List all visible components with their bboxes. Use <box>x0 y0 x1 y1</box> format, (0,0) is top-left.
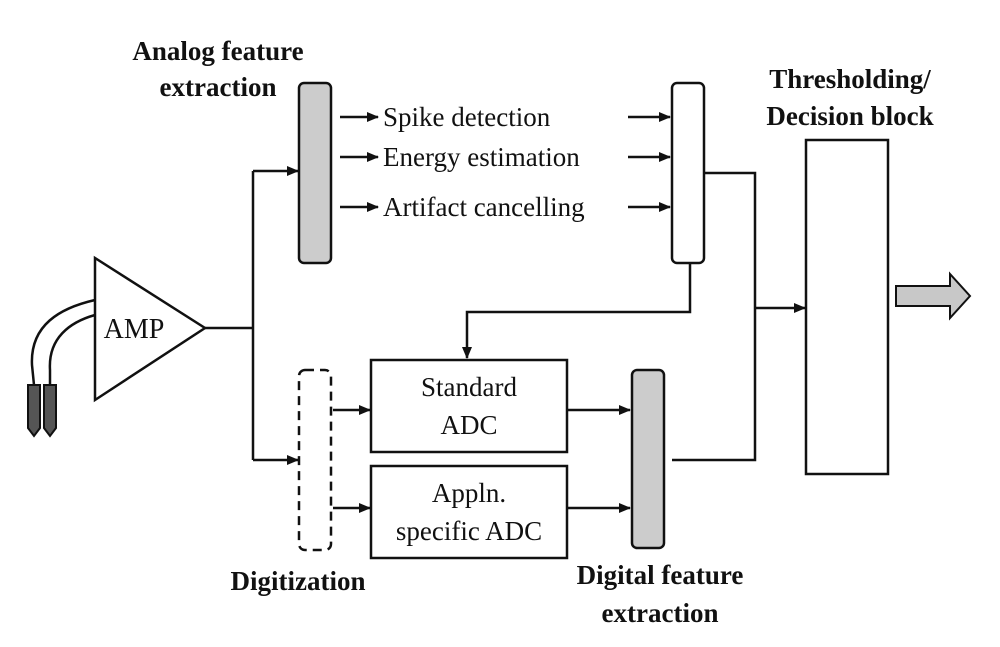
analog-feature-arrows <box>340 112 671 212</box>
artifact-cancelling-label: Artifact cancelling <box>383 192 585 222</box>
appln-specific-adc-box <box>369 464 569 560</box>
digital-feature-label-line2: extraction <box>602 598 719 628</box>
thresholding-label-line2: Decision block <box>766 101 933 131</box>
digitization-block <box>297 368 333 552</box>
thresholding-label-line1: Thresholding/ <box>769 64 931 94</box>
analog-feature-block <box>297 81 333 265</box>
output-arrow <box>895 271 972 321</box>
analog-feature-label-line1: Analog feature <box>132 36 303 66</box>
analog-feature-label-line2: extraction <box>160 72 277 102</box>
appln-adc-label-line2: specific ADC <box>396 516 542 546</box>
standard-adc-label-line1: Standard <box>421 372 517 402</box>
appln-adc-label-line1: Appln. <box>432 478 506 508</box>
standard-adc-label-line2: ADC <box>440 410 497 440</box>
digitization-label: Digitization <box>231 566 366 596</box>
feedback-line <box>462 263 692 359</box>
standard-adc-box <box>369 358 569 454</box>
electrodes <box>27 298 96 438</box>
feature-combiner-block <box>670 81 706 265</box>
digital-feature-block <box>630 368 666 550</box>
digital-feature-label-line1: Digital feature <box>577 560 744 590</box>
thresholding-decision-block <box>804 138 890 476</box>
amp-label: AMP <box>104 314 165 345</box>
spike-detection-label: Spike detection <box>383 102 551 132</box>
amp-output-wiring <box>205 166 299 465</box>
energy-estimation-label: Energy estimation <box>383 142 580 172</box>
amplifier-triangle <box>93 255 208 403</box>
combiner-to-threshold-line <box>672 171 757 462</box>
